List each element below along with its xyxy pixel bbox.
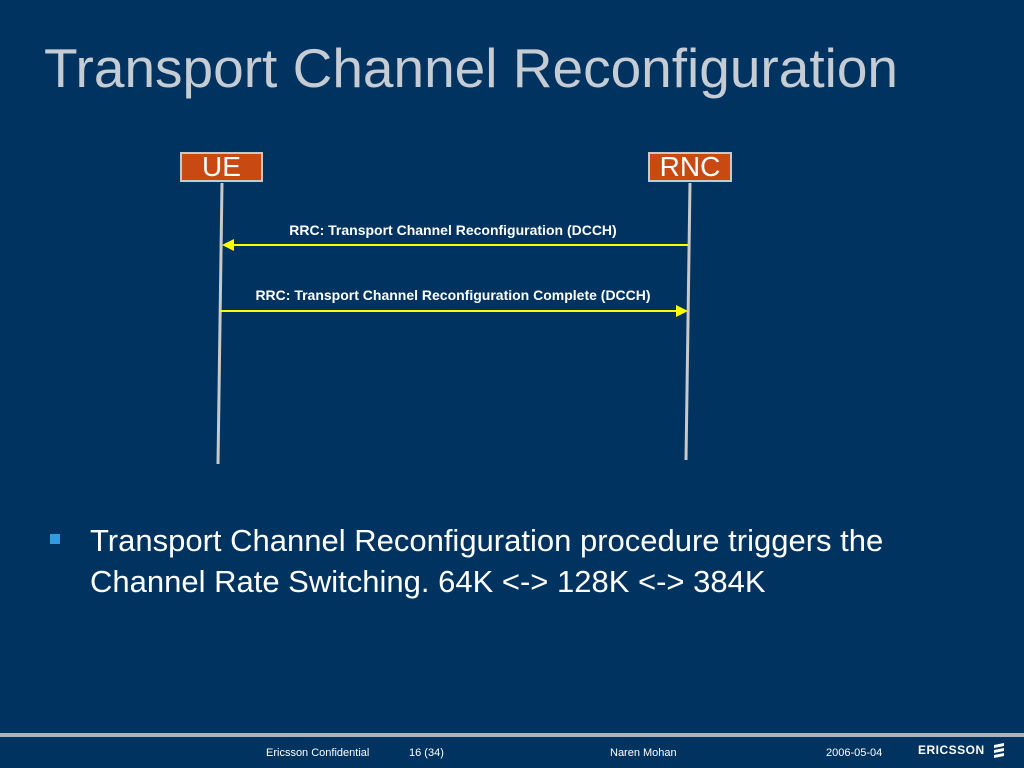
arrowhead-2 [676,305,688,317]
entity-rnc: RNC [648,152,732,182]
footer-author: Naren Mohan [610,747,677,759]
footer-page-number: 16 (34) [409,747,444,759]
slide-title: Transport Channel Reconfiguration [44,37,899,99]
ericsson-mark-icon [993,743,1004,758]
bullet-item: Transport Channel Reconfiguration proced… [90,523,884,599]
message-label-1: RRC: Transport Channel Reconfiguration (… [289,222,617,238]
footer-date: 2006-05-04 [826,747,883,759]
message-label-2: RRC: Transport Channel Reconfiguration C… [255,287,651,303]
entity-ue: UE [180,152,263,182]
footer-confidentiality: Ericsson Confidential [266,747,370,759]
arrowhead-1 [222,239,234,251]
ue-lifeline [216,182,224,465]
ericsson-logo: ERICSSON [918,742,1007,758]
rnc-lifeline [684,182,692,461]
footer-divider [0,733,1024,737]
bullet-square-icon [50,534,60,544]
logo-text: ERICSSON [918,743,985,757]
